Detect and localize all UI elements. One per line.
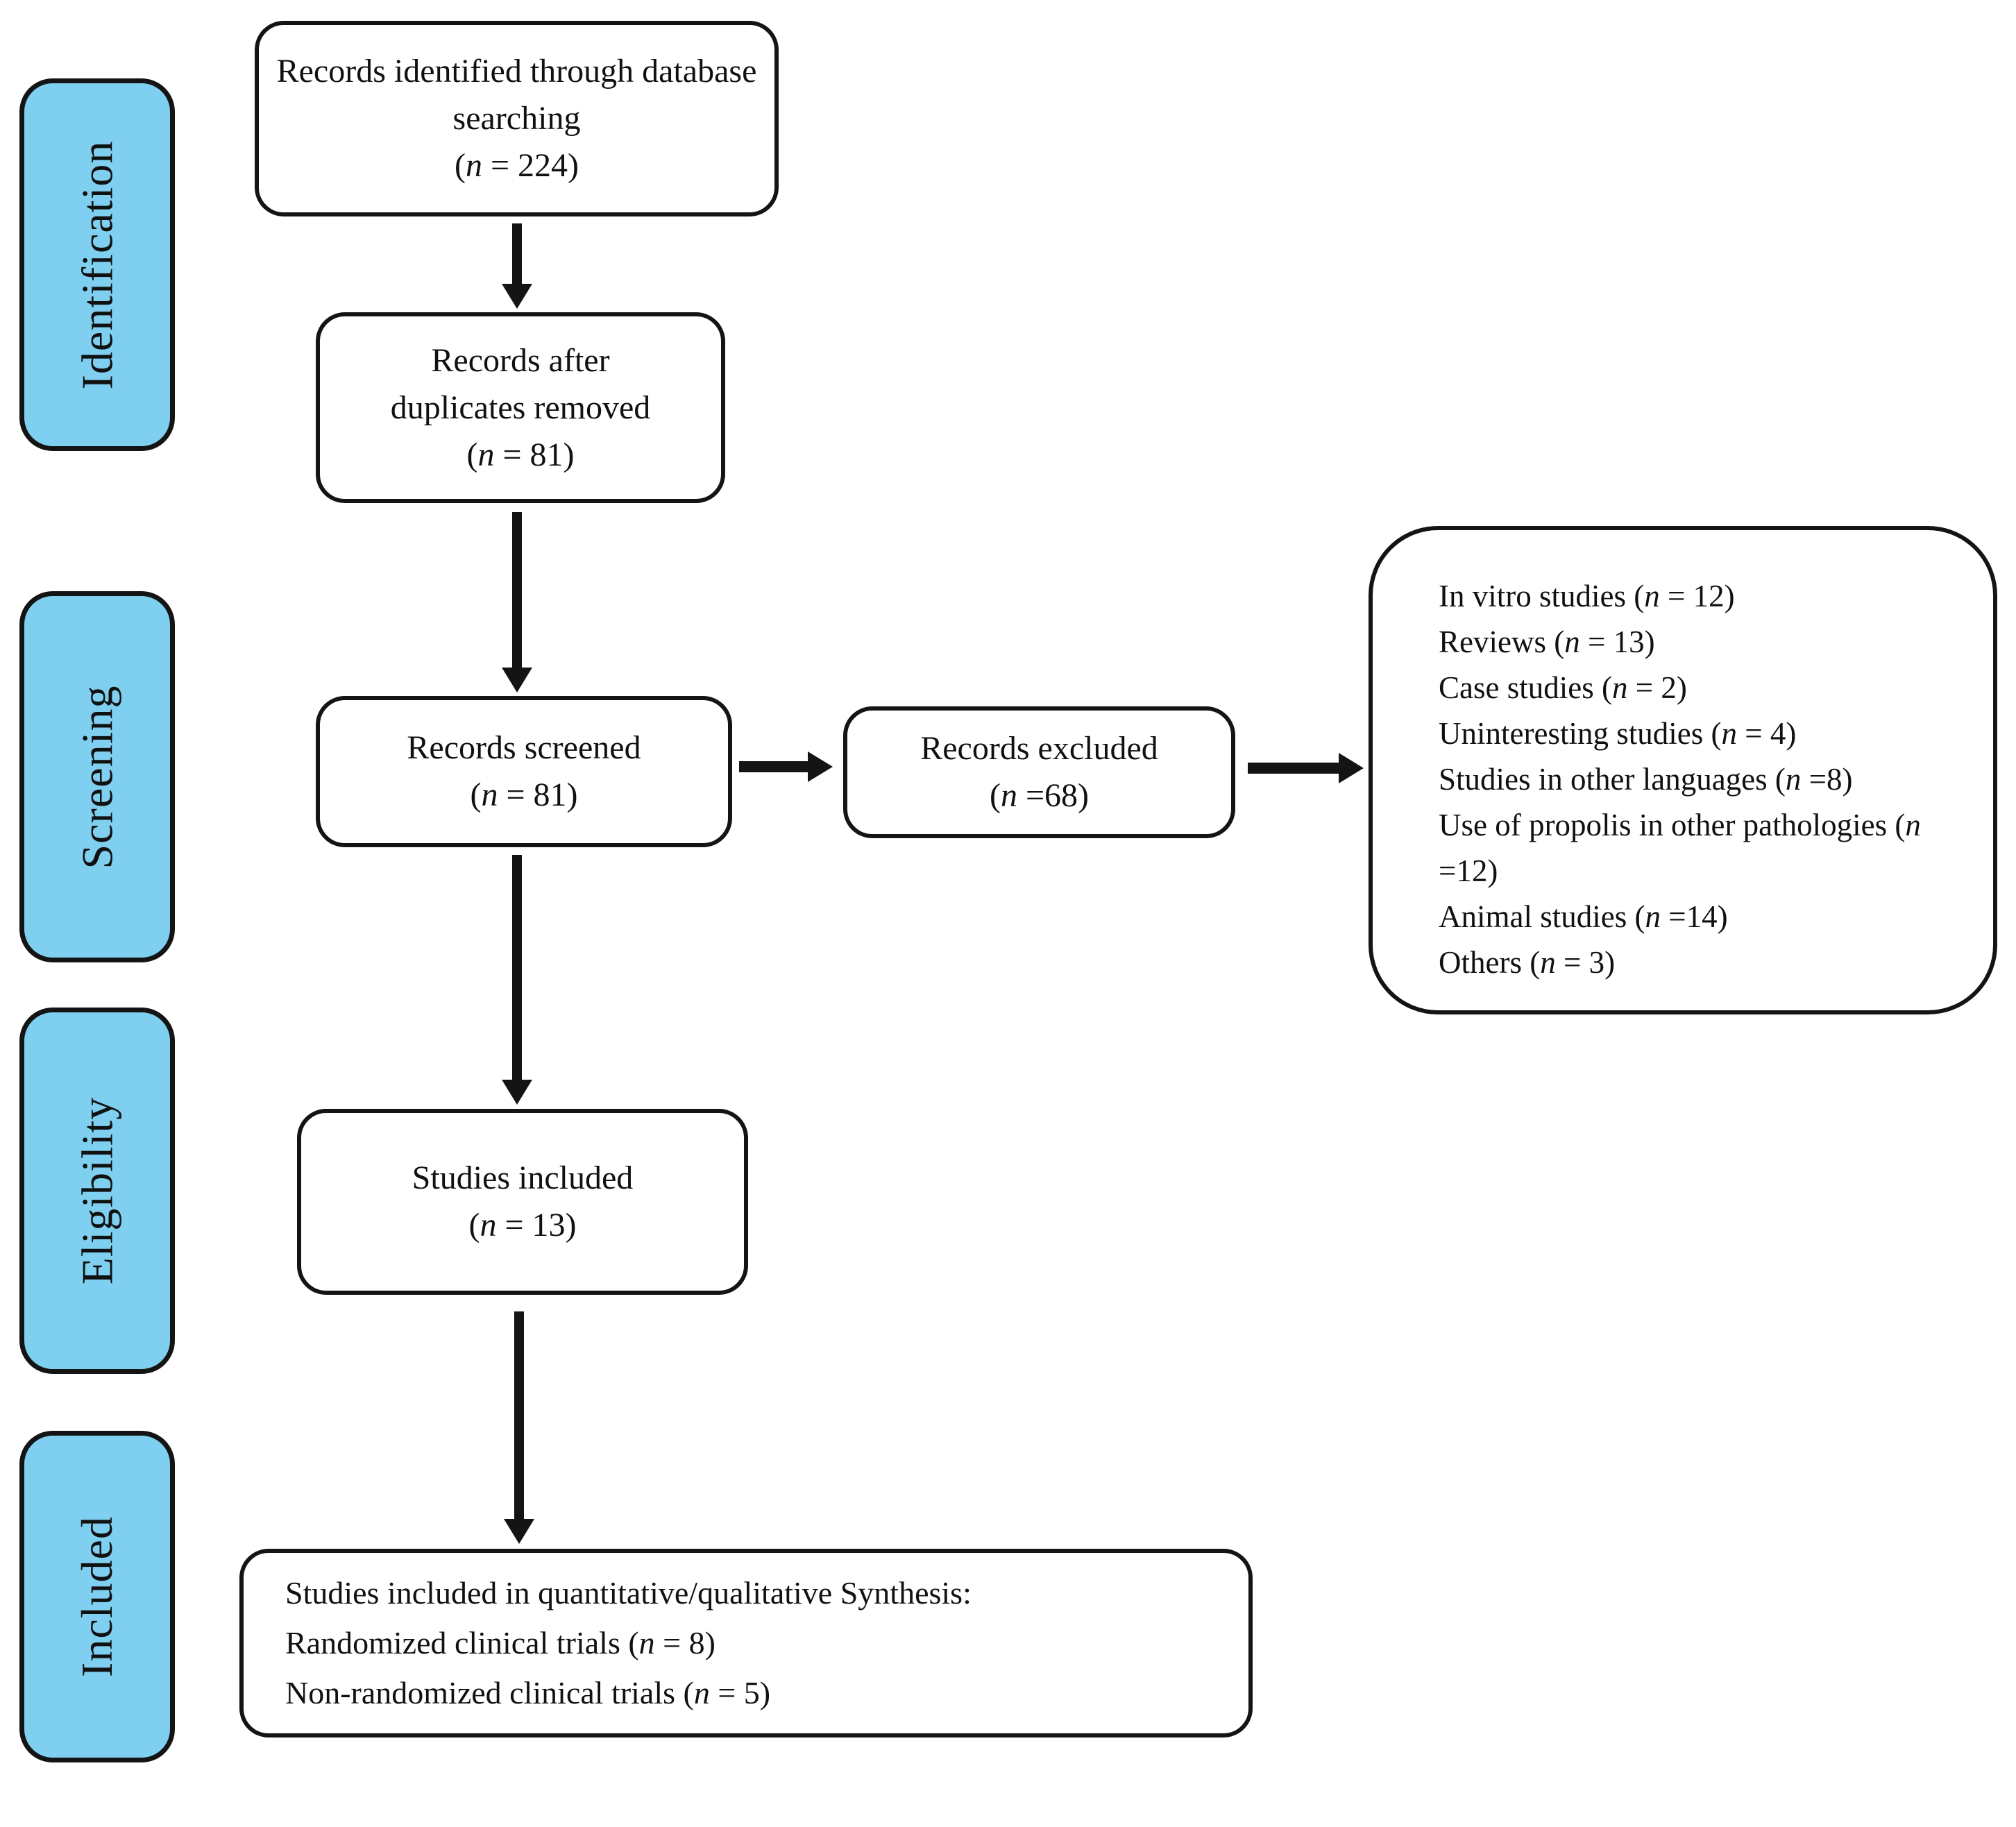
studies-included-count: (n = 13) <box>468 1207 577 1243</box>
arrow-shaft <box>1248 763 1341 774</box>
exclusion-reason-item: Uninteresting studies (n = 4) <box>1439 716 1797 751</box>
arrow-studies-included-to-synthesis <box>504 1311 534 1544</box>
arrow-deduplicated-to-screened <box>502 512 532 692</box>
stage-identification: Identification <box>19 78 175 451</box>
records-excluded-count: (n =68) <box>989 777 1090 814</box>
arrow-shaft <box>739 761 811 772</box>
exclusion-reasons-box: In vitro studies (n = 12) Reviews (n = 1… <box>1369 526 1997 1014</box>
exclusion-reason-item: Reviews (n = 13) <box>1439 624 1655 659</box>
arrow-shaft <box>512 223 522 286</box>
records-excluded-label: Records excluded <box>920 730 1158 767</box>
exclusion-reason-item: Case studies (n = 2) <box>1439 670 1687 705</box>
synthesis-title: Studies included in quantitative/qualita… <box>285 1575 972 1611</box>
stage-identification-label: Identification <box>72 140 121 389</box>
exclusion-reason-item: Animal studies (n =14) <box>1439 899 1728 934</box>
records-identified-box: Records identified through database sear… <box>255 21 779 216</box>
stage-eligibility-label: Eligibility <box>72 1096 121 1285</box>
exclusion-reason-item: Others (n = 3) <box>1439 945 1616 980</box>
synthesis-line-randomized: Randomized clinical trials (n = 8) <box>285 1625 715 1660</box>
stage-included-label: Included <box>72 1516 121 1677</box>
arrow-screened-to-studies-included <box>502 855 532 1105</box>
records-after-duplicates-count: (n = 81) <box>466 436 575 473</box>
synthesis-line-non-randomized: Non-randomized clinical trials (n = 5) <box>285 1675 771 1710</box>
records-screened-count: (n = 81) <box>470 776 578 813</box>
records-screened-box: Records screened (n = 81) <box>316 696 732 847</box>
arrow-screened-to-excluded <box>739 751 833 782</box>
records-excluded-box: Records excluded (n =68) <box>843 706 1235 838</box>
arrow-head <box>1339 753 1364 783</box>
arrow-head <box>504 1519 534 1544</box>
arrow-head <box>808 751 833 782</box>
records-after-duplicates-label: Records after duplicates removed <box>390 341 651 426</box>
arrow-shaft <box>512 512 522 670</box>
records-after-duplicates-box: Records after duplicates removed (n = 81… <box>316 312 725 503</box>
arrow-shaft <box>512 855 522 1082</box>
exclusion-reason-item: Studies in other languages (n =8) <box>1439 762 1853 797</box>
arrow-excluded-to-reasons <box>1248 753 1364 783</box>
arrow-shaft <box>514 1311 524 1521</box>
records-identified-label: Records identified through database sear… <box>276 53 757 137</box>
studies-included-label: Studies included <box>412 1159 634 1196</box>
arrow-head <box>502 668 532 692</box>
stage-screening: Screening <box>19 591 175 962</box>
arrow-head <box>502 1080 532 1105</box>
stage-included: Included <box>19 1431 175 1762</box>
exclusion-reason-item: Use of propolis in other pathologies (n … <box>1439 808 1921 888</box>
records-identified-count: (n = 224) <box>454 147 579 184</box>
records-screened-label: Records screened <box>407 729 641 766</box>
stage-screening-label: Screening <box>72 685 121 869</box>
studies-included-box: Studies included (n = 13) <box>297 1109 748 1295</box>
arrow-identified-to-deduplicated <box>502 223 532 309</box>
stage-eligibility: Eligibility <box>19 1008 175 1374</box>
arrow-head <box>502 284 532 309</box>
exclusion-reason-item: In vitro studies (n = 12) <box>1439 579 1735 613</box>
synthesis-box: Studies included in quantitative/qualita… <box>239 1549 1253 1737</box>
